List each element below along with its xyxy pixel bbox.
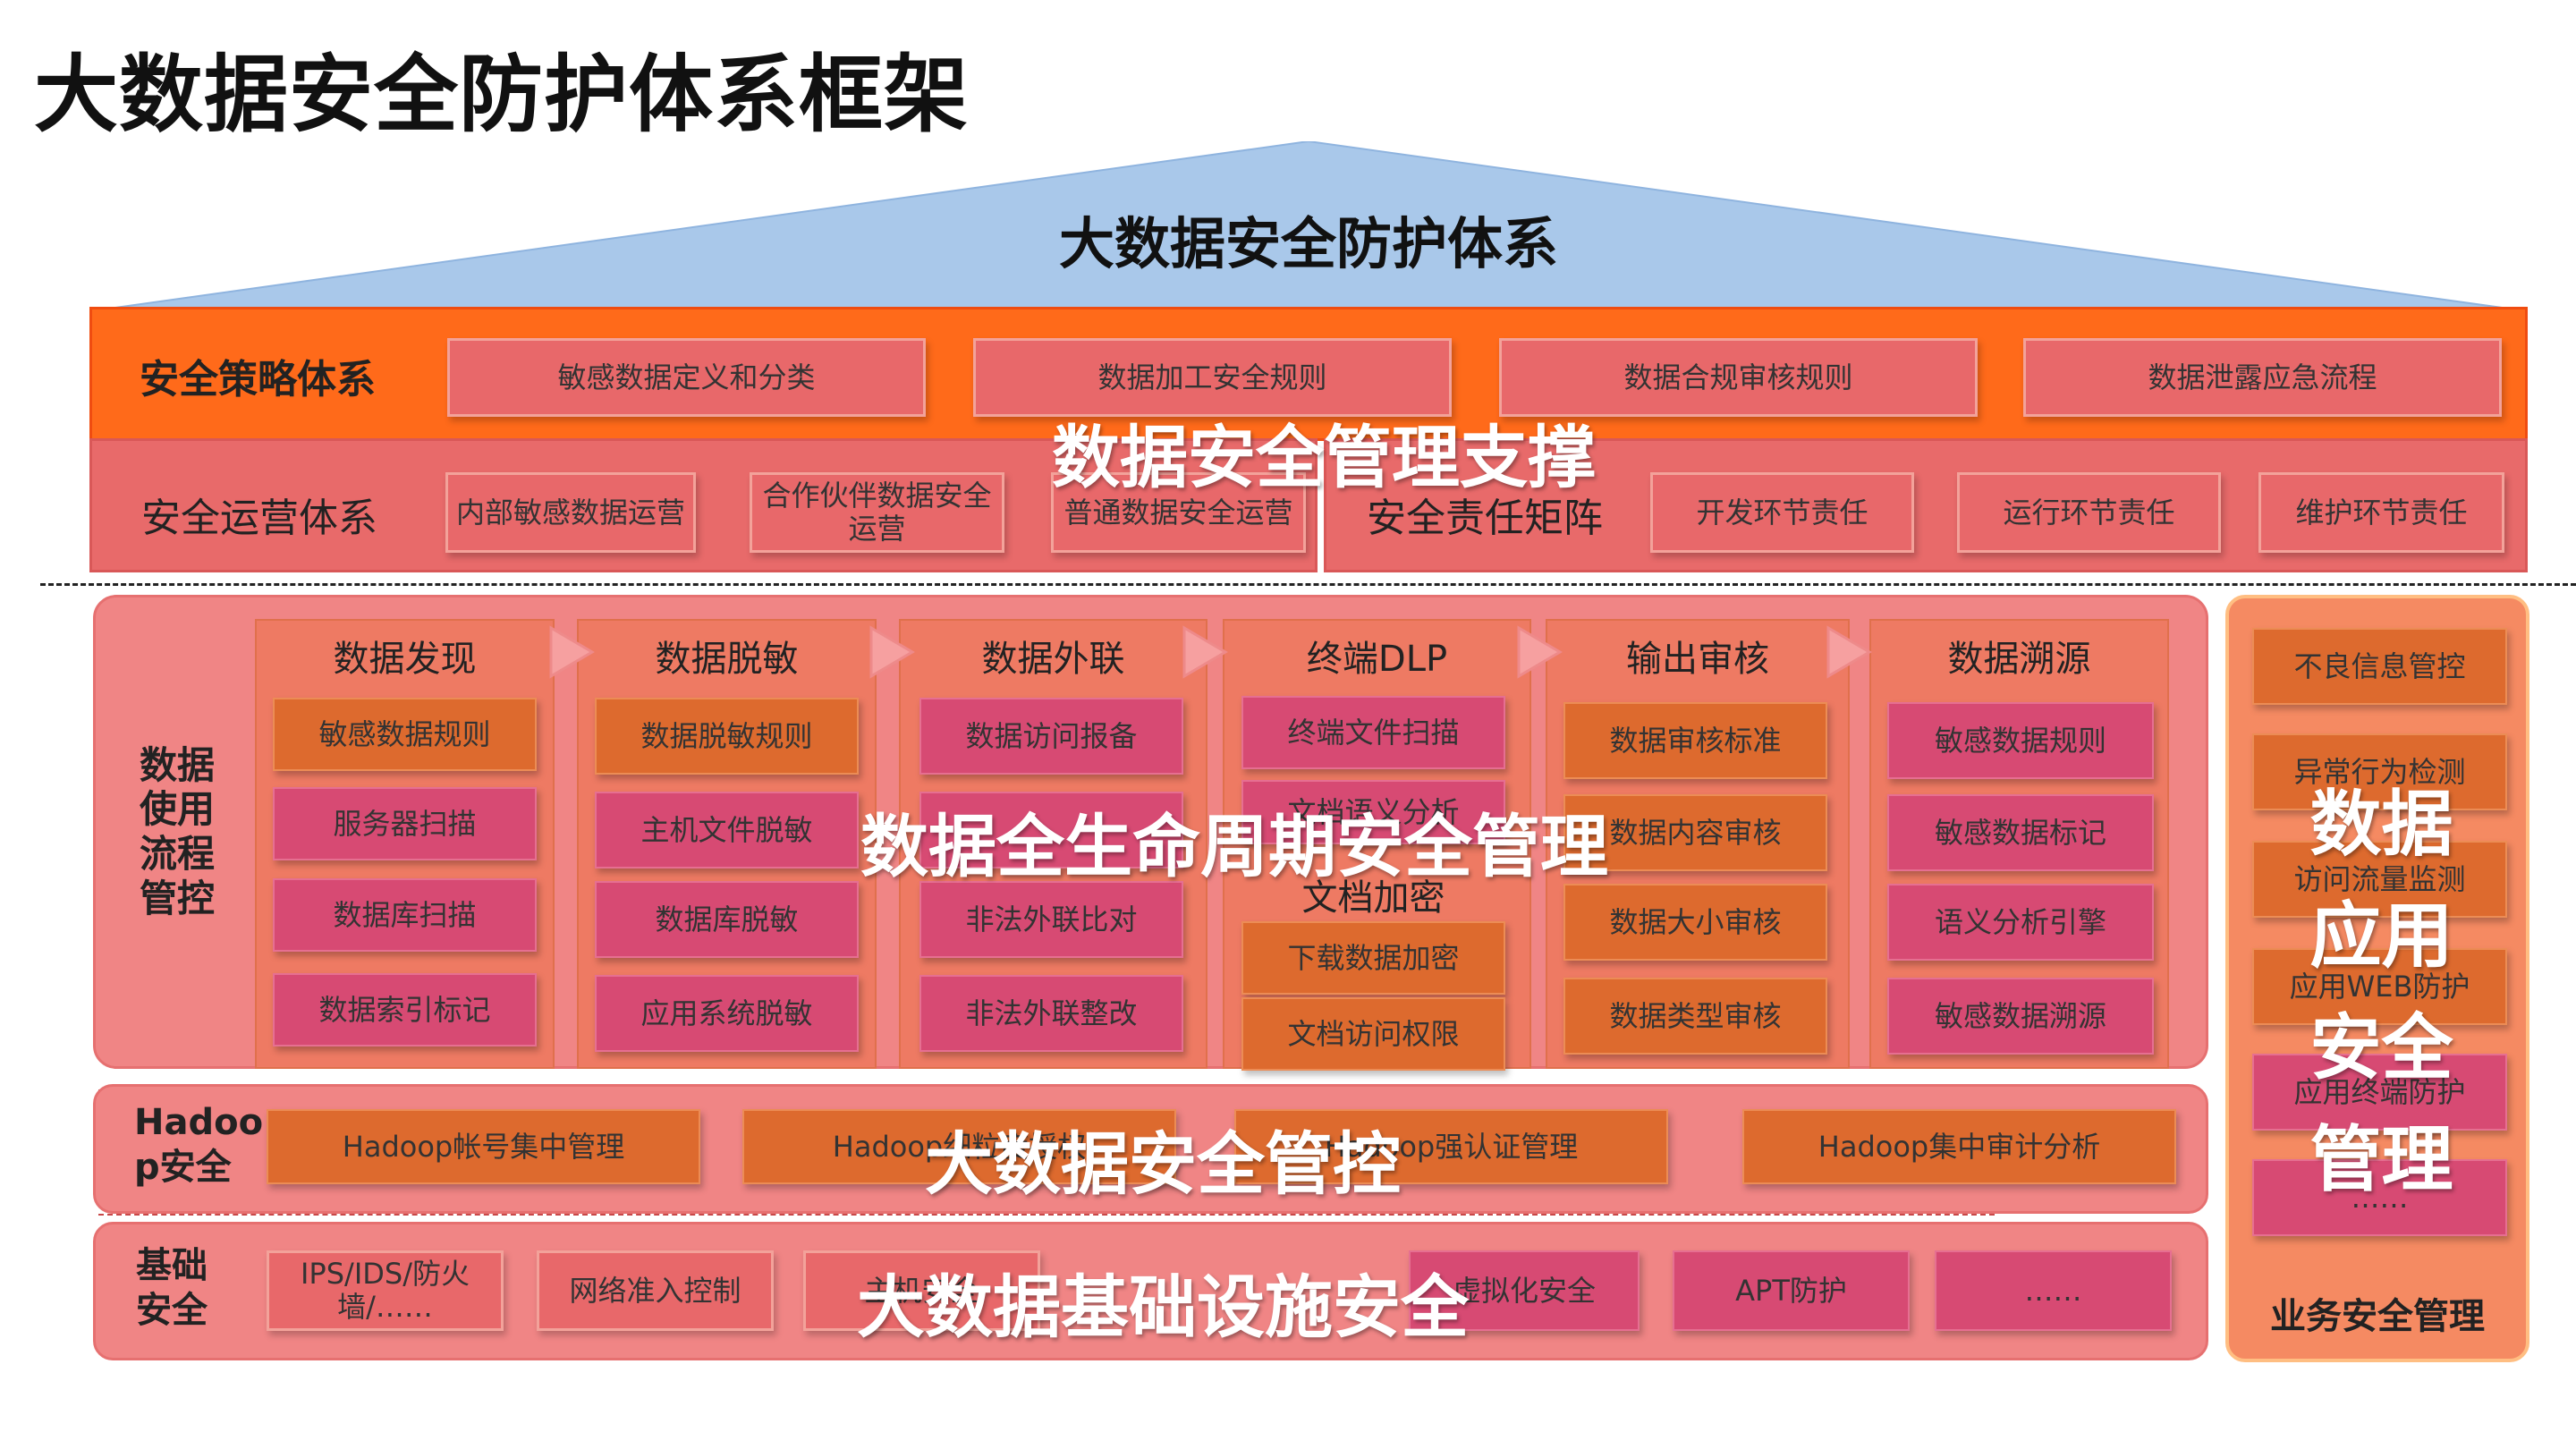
flow-item: 敏感数据规则 [273, 698, 537, 771]
business-security-label: 业务安全管理 [2270, 1296, 2485, 1337]
flow-item: 终端文件扫描 [1241, 696, 1505, 769]
flow-item: 数据审核标准 [1563, 702, 1827, 779]
responsibility-item: 开发环节责任 [1650, 472, 1914, 553]
operations-item: 普通数据安全运营 [1051, 472, 1306, 553]
flow-item [919, 792, 1183, 869]
policy-item: 数据合规审核规则 [1499, 338, 1978, 417]
flow-arrow-icon [1182, 625, 1228, 679]
infra-item: 虚拟化安全 [1409, 1250, 1640, 1331]
section-divider [40, 583, 2576, 586]
flow-column-title: 数据外联 [981, 639, 1125, 680]
hadoop-item: Hadoop帐号集中管理 [267, 1109, 700, 1184]
flow-column-title: 数据脱敏 [655, 639, 799, 680]
security-policy-label: 安全策略体系 [140, 357, 376, 402]
flow-column-title: 输出审核 [1626, 639, 1769, 680]
flow-item: 数据访问报备 [919, 698, 1183, 775]
flow-item: 语义分析引擎 [1887, 884, 2154, 961]
flow-arrow-icon [1517, 625, 1563, 679]
flow-item: 数据索引标记 [273, 973, 537, 1046]
flow-item: 非法外联整改 [919, 975, 1183, 1052]
flow-item: 服务器扫描 [273, 787, 537, 860]
flow-item: 文档语义分析 [1241, 780, 1505, 844]
infra-item: APT防护 [1673, 1250, 1910, 1331]
business-item: 应用终端防护 [2252, 1054, 2507, 1131]
flow-item: 文档加密 [1301, 877, 1445, 919]
flow-arrow-icon [869, 625, 915, 679]
flow-item: 下载数据加密 [1241, 921, 1505, 995]
infrastructure-security-label: 基础安全 [136, 1245, 208, 1331]
responsibility-item: 维护环节责任 [2258, 472, 2504, 553]
flow-item: 数据库扫描 [273, 878, 537, 952]
policy-item: 敏感数据定义和分类 [447, 338, 926, 417]
flow-item: 数据大小审核 [1563, 884, 1827, 961]
app-security-overlay: 应用 [2309, 894, 2453, 978]
hadoop-security-label: Hadoop安全 [134, 1102, 264, 1188]
policy-item: 数据泄露应急流程 [2023, 338, 2502, 417]
flow-item: 应用系统脱敏 [595, 975, 859, 1052]
flow-arrow-icon [549, 625, 595, 679]
flow-column-title: 终端DLP [1306, 639, 1448, 680]
infra-item: 主机安全 [803, 1250, 1040, 1331]
business-item: …… [2252, 1159, 2507, 1236]
flow-item: 数据类型审核 [1563, 978, 1827, 1055]
flow-item: 敏感数据规则 [1887, 702, 2154, 779]
operations-item: 内部敏感数据运营 [445, 472, 696, 553]
hadoop-divider [98, 1214, 1995, 1216]
roof-title: 大数据安全防护体系 [1058, 211, 1558, 276]
policy-item: 数据加工安全规则 [973, 338, 1452, 417]
flow-arrow-icon [1826, 625, 1872, 679]
infra-item: IPS/IDS/防火墙/…… [267, 1250, 504, 1331]
management-support-overlay: 数据安全管理支撑 [1052, 418, 1596, 497]
bigdata-control-overlay: 大数据安全管控 [925, 1124, 1401, 1204]
data-flow-label: 数据使用流程管控 [139, 742, 215, 920]
lifecycle-overlay: 数据全生命周期安全管理 [860, 807, 1608, 886]
infra-item: …… [1935, 1250, 2172, 1331]
operations-item: 合作伙伴数据安全运营 [750, 472, 1004, 553]
flow-item: 数据库脱敏 [595, 881, 859, 958]
responsibility-item: 运行环节责任 [1957, 472, 2221, 553]
app-security-overlay: 安全 [2309, 1006, 2453, 1089]
infra-item: 网络准入控制 [537, 1250, 774, 1331]
app-security-overlay: 数据 [2309, 783, 2453, 866]
flow-item: 数据脱敏规则 [595, 698, 859, 775]
hadoop-item: Hadoop集中审计分析 [1742, 1109, 2176, 1184]
flow-item: 非法外联比对 [919, 881, 1183, 958]
hadoop-item: Hadoop细粒度授权 [742, 1109, 1176, 1184]
infrastructure-overlay: 大数据基础设施安全 [857, 1267, 1469, 1347]
responsibility-matrix-label: 安全责任矩阵 [1367, 496, 1603, 541]
flow-column-title: 数据发现 [333, 639, 477, 680]
app-security-overlay: 管理 [2309, 1118, 2453, 1201]
flow-column-title: 数据溯源 [1947, 639, 2091, 680]
hadoop-item: Hadoop强认证管理 [1234, 1109, 1668, 1184]
roof-shape [89, 141, 2528, 311]
flow-item: 数据内容审核 [1563, 794, 1827, 871]
flow-item: 敏感数据标记 [1887, 794, 2154, 871]
page-title: 大数据安全防护体系框架 [34, 47, 970, 144]
flow-item: 主机文件脱敏 [595, 792, 859, 869]
business-item: 异常行为检测 [2252, 733, 2507, 810]
business-item: 应用WEB防护 [2252, 948, 2507, 1025]
business-item: 访问流量监测 [2252, 841, 2507, 918]
business-item: 不良信息管控 [2252, 628, 2507, 705]
flow-item: 敏感数据溯源 [1887, 978, 2154, 1055]
security-operations-label: 安全运营体系 [141, 496, 377, 541]
flow-item: 文档访问权限 [1241, 997, 1505, 1071]
